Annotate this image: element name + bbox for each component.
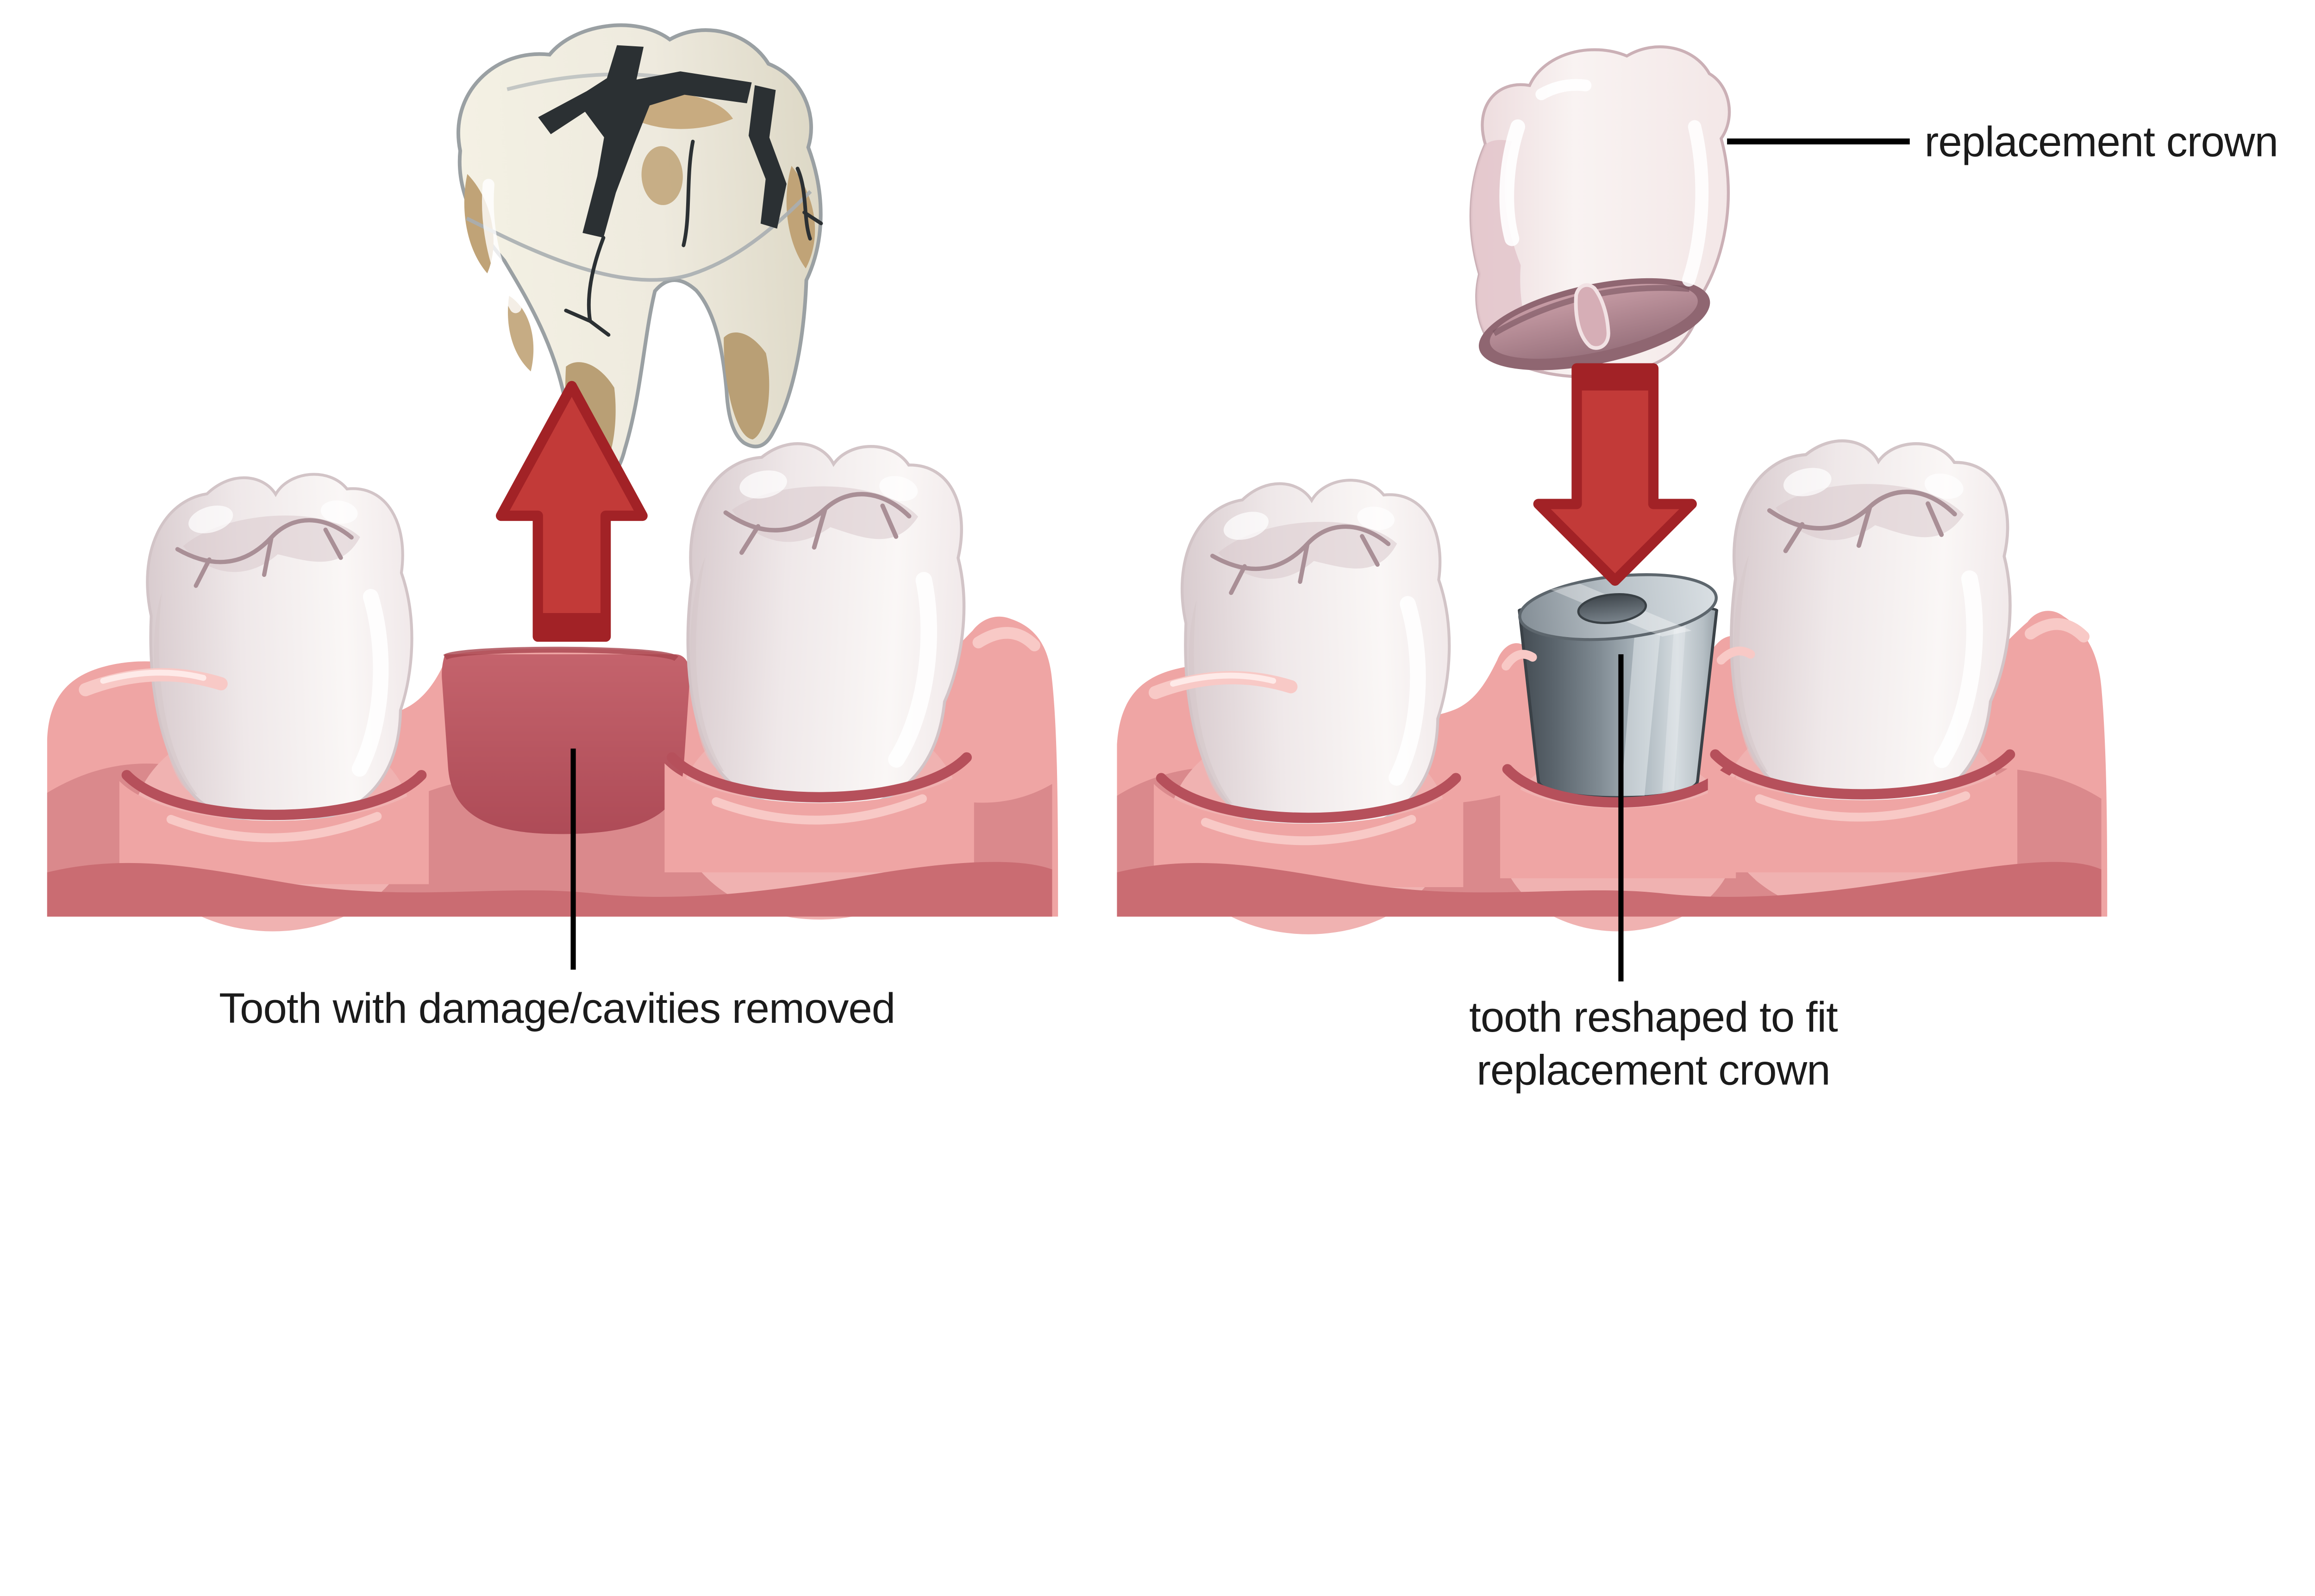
molar-tooth (677, 437, 972, 817)
caption-left: Tooth with damage/cavities removed (219, 984, 895, 1032)
crown-inner-ridge (1574, 283, 1610, 350)
dental-crown-procedure-figure: Tooth with damage/cavities removed (47, 23, 2278, 1094)
right-panel: replacement crown tooth reshaped to fit … (1117, 45, 2278, 1094)
crack-marks (538, 45, 787, 238)
replacement-crown-illustration (1469, 45, 1731, 378)
molar-tooth (1721, 434, 2019, 818)
tooth-socket (442, 654, 690, 834)
crack-hairlines (564, 139, 823, 337)
molar-tooth (1178, 477, 1456, 837)
gum-bottom-band (47, 862, 1052, 917)
stub-hole (1577, 593, 1647, 624)
label-replacement-crown: replacement crown (1925, 117, 2278, 165)
caption-right-line1: tooth reshaped to fit (1469, 993, 1838, 1041)
gum-lips-left (47, 627, 1052, 917)
caption-right-line2: replacement crown (1477, 1045, 1830, 1094)
reshaped-tooth-stub (1518, 573, 1719, 799)
gum-lips-right (1117, 618, 2102, 917)
arrow-down-icon (1533, 363, 1697, 586)
gum-bottom-band (1117, 862, 2102, 917)
arrow-up-icon (495, 381, 648, 642)
damaged-tooth-illustration (456, 23, 823, 484)
molar-tooth (144, 471, 418, 827)
dental-crown-procedure-illustration: Tooth with damage/cavities removed (47, 23, 2278, 1094)
crown-opening (1478, 278, 1710, 370)
left-panel: Tooth with damage/cavities removed (47, 23, 1058, 1032)
